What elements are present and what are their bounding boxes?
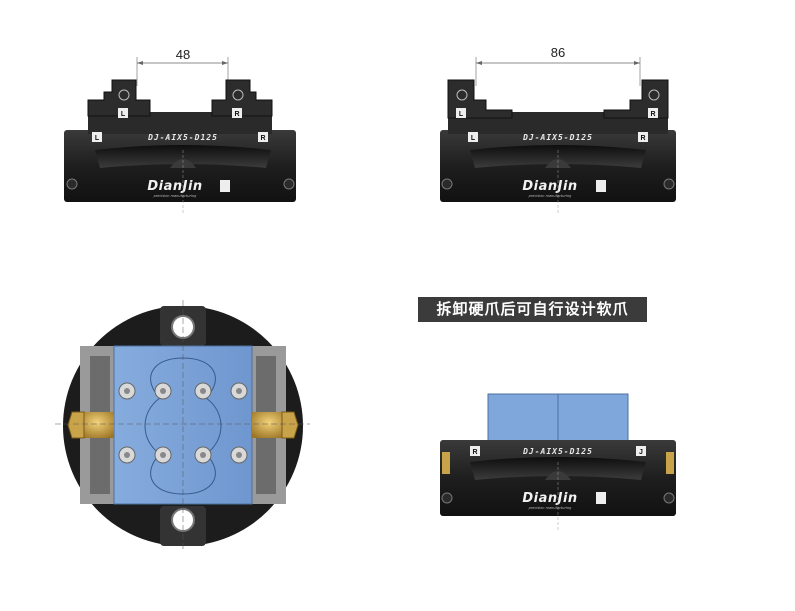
model-label: DJ-AIX5-D125 (522, 133, 593, 142)
jaw-mark-left: L (459, 111, 464, 118)
brand-logo: DianJin (147, 179, 202, 194)
jaw-mark-right: J (639, 449, 643, 456)
vise-front-view-open: 86 L R L R DJ-AIX5-D125 DianJin precisio… (440, 45, 676, 215)
hex-nut-icon (67, 411, 85, 439)
dimension-value: 48 (176, 47, 190, 62)
side-screw-icon (441, 492, 453, 504)
right-jaw (603, 79, 669, 119)
dimension-86: 86 (475, 45, 641, 86)
side-screw-icon (66, 178, 78, 190)
jaw-mark-left: R (472, 449, 477, 456)
brand-tagline: precision manufacturing (528, 194, 572, 198)
jaw-mark-left-lower: L (95, 135, 100, 142)
side-screw-icon (663, 492, 675, 504)
hex-nut-icon (281, 411, 299, 439)
brand-mark-icon (596, 180, 606, 192)
soft-jaw-left (487, 393, 559, 445)
note-banner: 拆卸硬爪后可自行设计软爪 (418, 297, 647, 322)
jaw-mark-right: R (650, 111, 655, 118)
soft-jaw-right (557, 393, 629, 445)
side-screw-icon (663, 178, 675, 190)
brass-screw-right (666, 452, 674, 474)
model-label: DJ-AIX5-D125 (522, 447, 593, 456)
vise-front-view-soft-jaws: R J DJ-AIX5-D125 DianJin precision manuf… (440, 393, 676, 530)
brand-logo: DianJin (522, 491, 577, 506)
screw-grid (118, 382, 248, 464)
dimension-48: 48 (136, 47, 229, 86)
jaw-mark-left: L (121, 111, 126, 118)
side-screw-icon (283, 178, 295, 190)
brand-logo: DianJin (522, 179, 577, 194)
vise-front-view-closed: 48 L R L R DJ-AIX5-D125 DianJin precisio… (64, 47, 296, 215)
jaw-mark-left-lower: L (471, 135, 476, 142)
left-jaw (87, 79, 151, 117)
brand-mark-icon (220, 180, 230, 192)
brand-tagline: precision manufacturing (528, 506, 572, 510)
jaw-mark-right-lower: R (260, 135, 265, 142)
lead-screw-left (80, 412, 114, 438)
side-screw-icon (441, 178, 453, 190)
lead-screw-right (252, 412, 286, 438)
jaw-mark-right: R (234, 111, 239, 118)
brand-mark-icon (596, 492, 606, 504)
vise-top-view (55, 300, 310, 550)
jaw-mark-right-lower: R (640, 135, 645, 142)
model-label: DJ-AIX5-D125 (147, 133, 218, 142)
dimension-value: 86 (551, 45, 565, 60)
brand-tagline: precision manufacturing (153, 194, 197, 198)
brass-screw-left (442, 452, 450, 474)
